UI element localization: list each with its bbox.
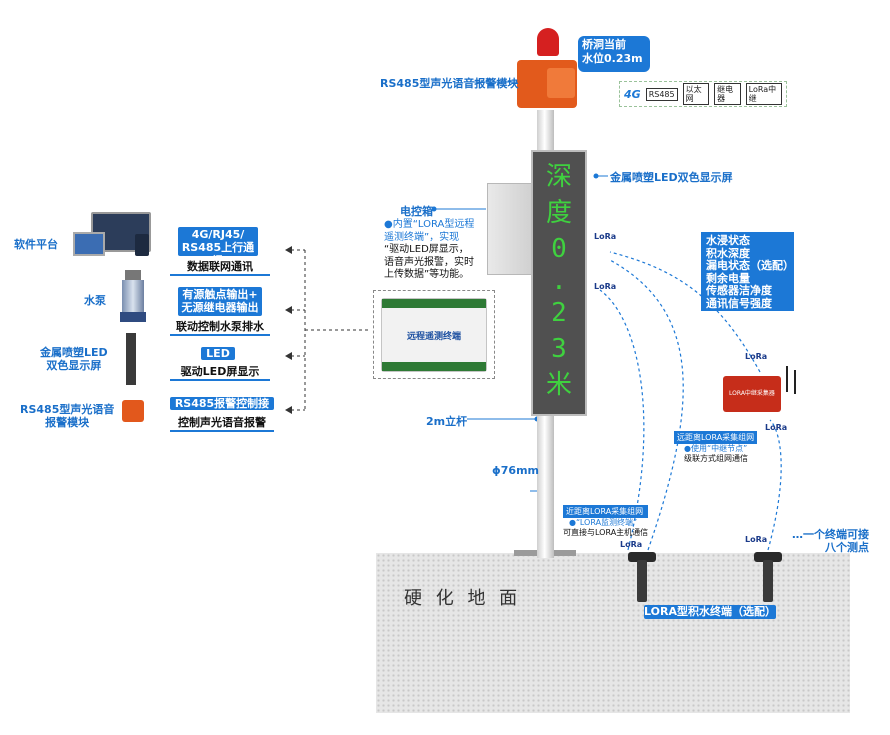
row-box-software: 4G/RJ45/ RS485上行通讯 [178,227,258,267]
cabinet-desc-line: 语音声光报警，实时 [384,256,474,268]
4g-icon: 4G [624,87,641,101]
control-cabinet [487,183,535,275]
lora-badge: LoRa [594,232,617,241]
near-note-line: ●“LORA监测终端” [569,518,638,527]
multi-label-line: …一个终端可接 [792,528,869,541]
led-char: 0 [551,234,567,264]
antenna-icon [794,370,796,394]
warning-beacon-icon [537,28,559,56]
near-note-head: 近距离LORA采集组网 [563,505,649,518]
row-desc-alarm: 控制声光语音报警 [170,414,274,432]
lora-badge: LoRa [765,423,788,432]
row-box-line: RS485上行通讯 [181,241,255,267]
row-box-line: 有源触点输出+ [182,288,258,301]
comm-icons: 4G RS485 以太网 继电器 LoRa中继 [619,81,787,107]
row-box-line: 无源继电器输出 [181,301,259,314]
led-char: 米 [545,370,572,400]
row-name-software: 软件平台 [14,238,58,251]
rs485-icon: RS485 [645,87,678,101]
row-name-alarm: RS485型声光语音 报警模块 [20,403,115,429]
status-item: 水浸状态 [706,234,750,247]
row-desc-pump: 联动控制水泵排水 [170,318,270,336]
led-char: 深 [545,162,572,192]
status-item: 通讯信号强度 [706,296,772,310]
row-box-line: 4G/RJ45/ [191,228,245,241]
bubble-line1: 桥洞当前 [582,38,626,51]
multi-point-label: …一个终端可接 八个测点 [792,528,869,554]
module-name: 远程遥测终端 [406,332,461,342]
row-box-pump: 有源触点输出+ 无源继电器输出 [178,287,262,316]
status-list: 水浸状态 积水深度 漏电状态（选配） 剩余电量 传感器洁净度 通讯信号强度 [701,232,794,311]
led-display: 深 度 0 . 2 3 米 [531,150,587,416]
far-note-line: ●使用“中继节点” [684,444,748,453]
lora-gateway-icon: LORA中继采集器 [723,376,781,412]
antenna-icon [786,366,788,392]
relay-icon: 继电器 [714,83,741,105]
gateway-text: LORA中继采集器 [729,390,775,397]
lora-badge: LoRa [745,352,768,361]
water-sensor-icon [754,552,782,562]
cabinet-desc-line: “驱动LED屏显示， [384,244,469,255]
led-char: . [551,266,567,296]
cabinet-desc-line: 上传数据”等功能。 [384,269,470,280]
row-name-pump: 水泵 [84,294,106,307]
status-item: 剩余电量 [706,271,750,285]
near-note-line: 可直接与LORA主机通信 [563,528,649,537]
water-sensor-icon [628,552,656,562]
far-note-line: 级联方式组网通信 [684,454,748,463]
status-item: 传感器洁净度 [706,284,772,298]
water-sensor-icon [763,560,773,602]
module-frame [373,290,495,379]
near-network-note: 近距离LORA采集组网 ●“LORA监测终端” 可直接与LORA主机通信 [563,505,649,538]
terminal-label: LORA型积水终端（选配） [644,605,776,619]
cabinet-desc-line: ●内置“LORA型远程 [384,219,475,230]
alarm-module-label: RS485型声光语音报警模块 [380,77,519,90]
led-char: 度 [545,198,572,228]
ground-text: 硬 化 地 面 [404,588,522,609]
water-sensor-icon [637,560,647,602]
bubble-line2: 水位0.23m [582,52,643,65]
multi-label-line: 八个测点 [825,541,869,554]
lora-relay-icon: LoRa中继 [745,83,783,105]
led-char: 2 [551,298,567,328]
lora-badge: LoRa [745,535,768,544]
cabinet-description: ●内置“LORA型远程 遥测终端”，实现 “驱动LED屏显示， 语音声光报警，实… [384,219,474,282]
ethernet-icon: 以太网 [682,83,710,105]
far-network-note: 远距离LORA采集组网 ●使用“中继节点” 级联方式组网通信 [674,431,758,464]
status-item: 积水深度 [706,246,750,260]
alarm-speaker-icon [517,60,577,108]
alarm-module-icon [122,400,144,422]
pole-label: 2m立杆 [426,415,468,428]
lora-badge: LoRa [594,282,617,291]
row-desc-led: 驱动LED屏显示 [170,363,270,381]
led-display-icon [126,333,136,385]
led-char: 3 [551,334,567,364]
row-name-led: 金属喷塑LED 双色显示屏 [40,346,108,372]
telemetry-module: 远程遥测终端 [381,298,487,372]
cabinet-label: 电控箱 [400,205,433,218]
water-level-bubble: 桥洞当前 水位0.23m [578,36,650,72]
row-box-alarm: RS485报警控制接口 [170,397,274,423]
diameter-label: ϕ76mm [492,464,539,477]
row-box-led: LED [201,347,235,360]
software-platform-icon [73,212,153,256]
row-desc-software: 数据联网通讯 [170,258,270,276]
status-item: 漏电状态（选配） [706,259,794,273]
led-label: 金属喷塑LED双色显示屏 [610,171,733,184]
far-note-head: 远距离LORA采集组网 [674,431,758,444]
pump-icon [120,270,146,322]
hardened-ground [376,553,850,713]
cabinet-desc-line: 遥测终端”，实现 [384,231,460,243]
lora-badge: LoRa [620,540,643,549]
